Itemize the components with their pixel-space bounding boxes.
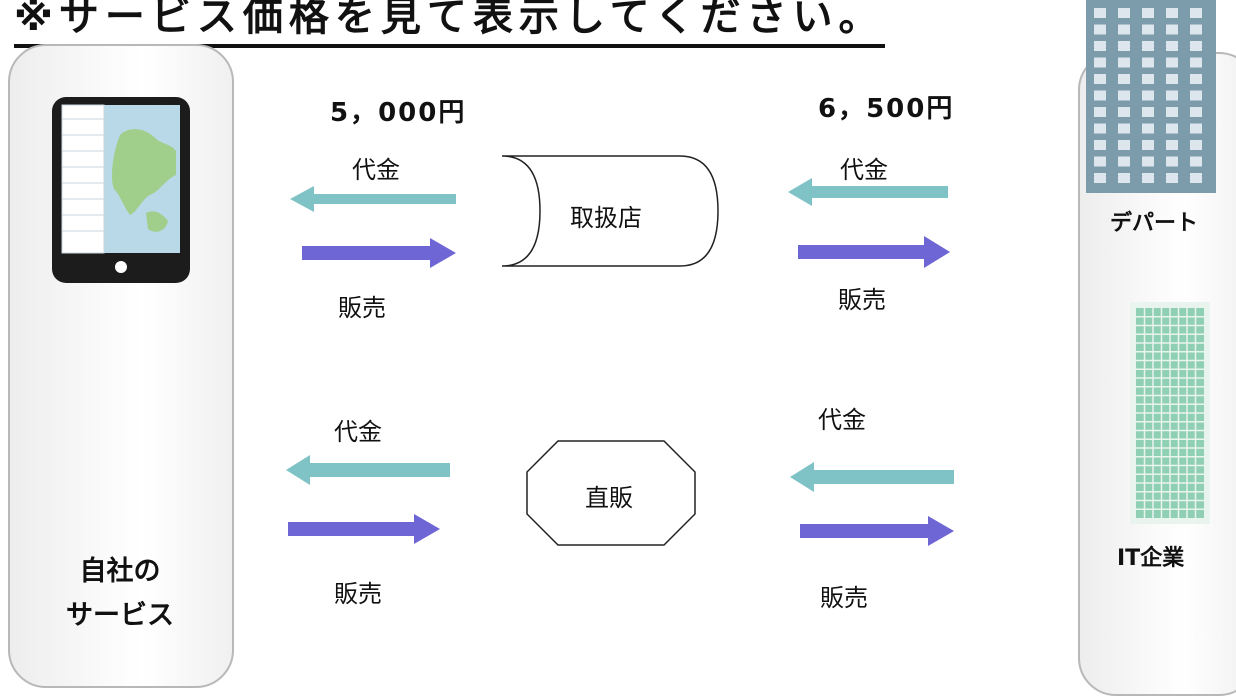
- top-right-sale-arrow: [798, 236, 950, 268]
- price-own-service: 5，000円: [330, 98, 467, 128]
- building-window: [1166, 140, 1178, 150]
- building-window: [1166, 41, 1178, 51]
- bottom-left-sale-arrow: [288, 514, 440, 544]
- building-window: [1118, 140, 1130, 150]
- department-store-building-icon: [1086, 0, 1216, 193]
- building-window: [1166, 24, 1178, 35]
- building-window: [1142, 8, 1154, 18]
- building-window: [1118, 156, 1130, 167]
- building-window: [1094, 8, 1106, 18]
- building-window: [1190, 74, 1202, 84]
- tablet-icon: [52, 97, 190, 283]
- building-window: [1118, 173, 1130, 183]
- building-window: [1190, 57, 1202, 68]
- building-window: [1142, 41, 1154, 51]
- building-window: [1118, 123, 1130, 134]
- top-left-payment-label: 代金: [352, 156, 400, 184]
- building-window: [1118, 74, 1130, 84]
- building-window: [1190, 90, 1202, 101]
- top-right-sale-label: 販売: [838, 286, 886, 314]
- own-service-label-line1: 自社の: [79, 556, 161, 587]
- building-window: [1094, 123, 1106, 134]
- building-window: [1190, 156, 1202, 167]
- direct-sales-node-shape: [526, 440, 696, 546]
- building-window: [1142, 107, 1154, 117]
- building-window: [1190, 41, 1202, 51]
- bottom-right-payment-arrow: [790, 462, 954, 492]
- bottom-left-payment-arrow: [286, 455, 450, 485]
- bottom-right-sale-arrow: [800, 516, 954, 546]
- building-window: [1142, 173, 1154, 183]
- it-company-label: IT企業: [1117, 546, 1185, 571]
- page-title: ※サービス価格を見て表示してください。: [14, 0, 885, 48]
- building-window: [1094, 24, 1106, 35]
- building-window: [1142, 156, 1154, 167]
- it-company-building-icon: [1130, 302, 1210, 524]
- building-window: [1118, 107, 1130, 117]
- bottom-right-payment-label: 代金: [818, 406, 866, 434]
- direct-sales-node-label: 直販: [585, 484, 633, 512]
- building-window: [1166, 8, 1178, 18]
- building-window: [1118, 57, 1130, 68]
- department-store-label: デパート: [1110, 211, 1199, 236]
- building-window: [1190, 24, 1202, 35]
- building-window: [1190, 173, 1202, 183]
- top-right-payment-label: 代金: [840, 156, 888, 184]
- own-service-label-line2: サービス: [66, 600, 174, 631]
- building-window: [1142, 123, 1154, 134]
- building-window: [1094, 156, 1106, 167]
- building-window: [1118, 41, 1130, 51]
- top-left-payment-arrow: [290, 186, 456, 212]
- retailer-node-shape: [501, 155, 719, 267]
- building-window: [1190, 107, 1202, 117]
- building-window: [1118, 90, 1130, 101]
- building-window: [1166, 57, 1178, 68]
- top-left-sale-arrow: [302, 238, 456, 268]
- building-window: [1094, 90, 1106, 101]
- building-window: [1166, 107, 1178, 117]
- building-window: [1094, 140, 1106, 150]
- building-window: [1166, 74, 1178, 84]
- building-window: [1118, 24, 1130, 35]
- building-window: [1142, 90, 1154, 101]
- price-retail: 6，500円: [818, 94, 955, 124]
- building-window: [1190, 123, 1202, 134]
- building-window: [1190, 140, 1202, 150]
- building-window: [1094, 173, 1106, 183]
- retailer-node-label: 取扱店: [570, 204, 642, 232]
- building-window: [1166, 173, 1178, 183]
- building-window: [1190, 8, 1202, 18]
- building-window: [1142, 140, 1154, 150]
- top-right-payment-arrow: [788, 178, 948, 206]
- building-window: [1118, 8, 1130, 18]
- bottom-right-sale-label: 販売: [820, 584, 868, 612]
- building-window: [1166, 90, 1178, 101]
- building-window: [1094, 74, 1106, 84]
- bottom-left-sale-label: 販売: [334, 580, 382, 608]
- building-window: [1094, 41, 1106, 51]
- building-window: [1142, 57, 1154, 68]
- top-left-sale-label: 販売: [338, 294, 386, 322]
- building-window: [1142, 24, 1154, 35]
- building-window: [1166, 156, 1178, 167]
- building-window: [1142, 74, 1154, 84]
- building-window: [1094, 107, 1106, 117]
- building-window: [1166, 123, 1178, 134]
- bottom-left-payment-label: 代金: [334, 418, 382, 446]
- own-service-label: 自社の サービス: [60, 550, 180, 638]
- building-window: [1094, 57, 1106, 68]
